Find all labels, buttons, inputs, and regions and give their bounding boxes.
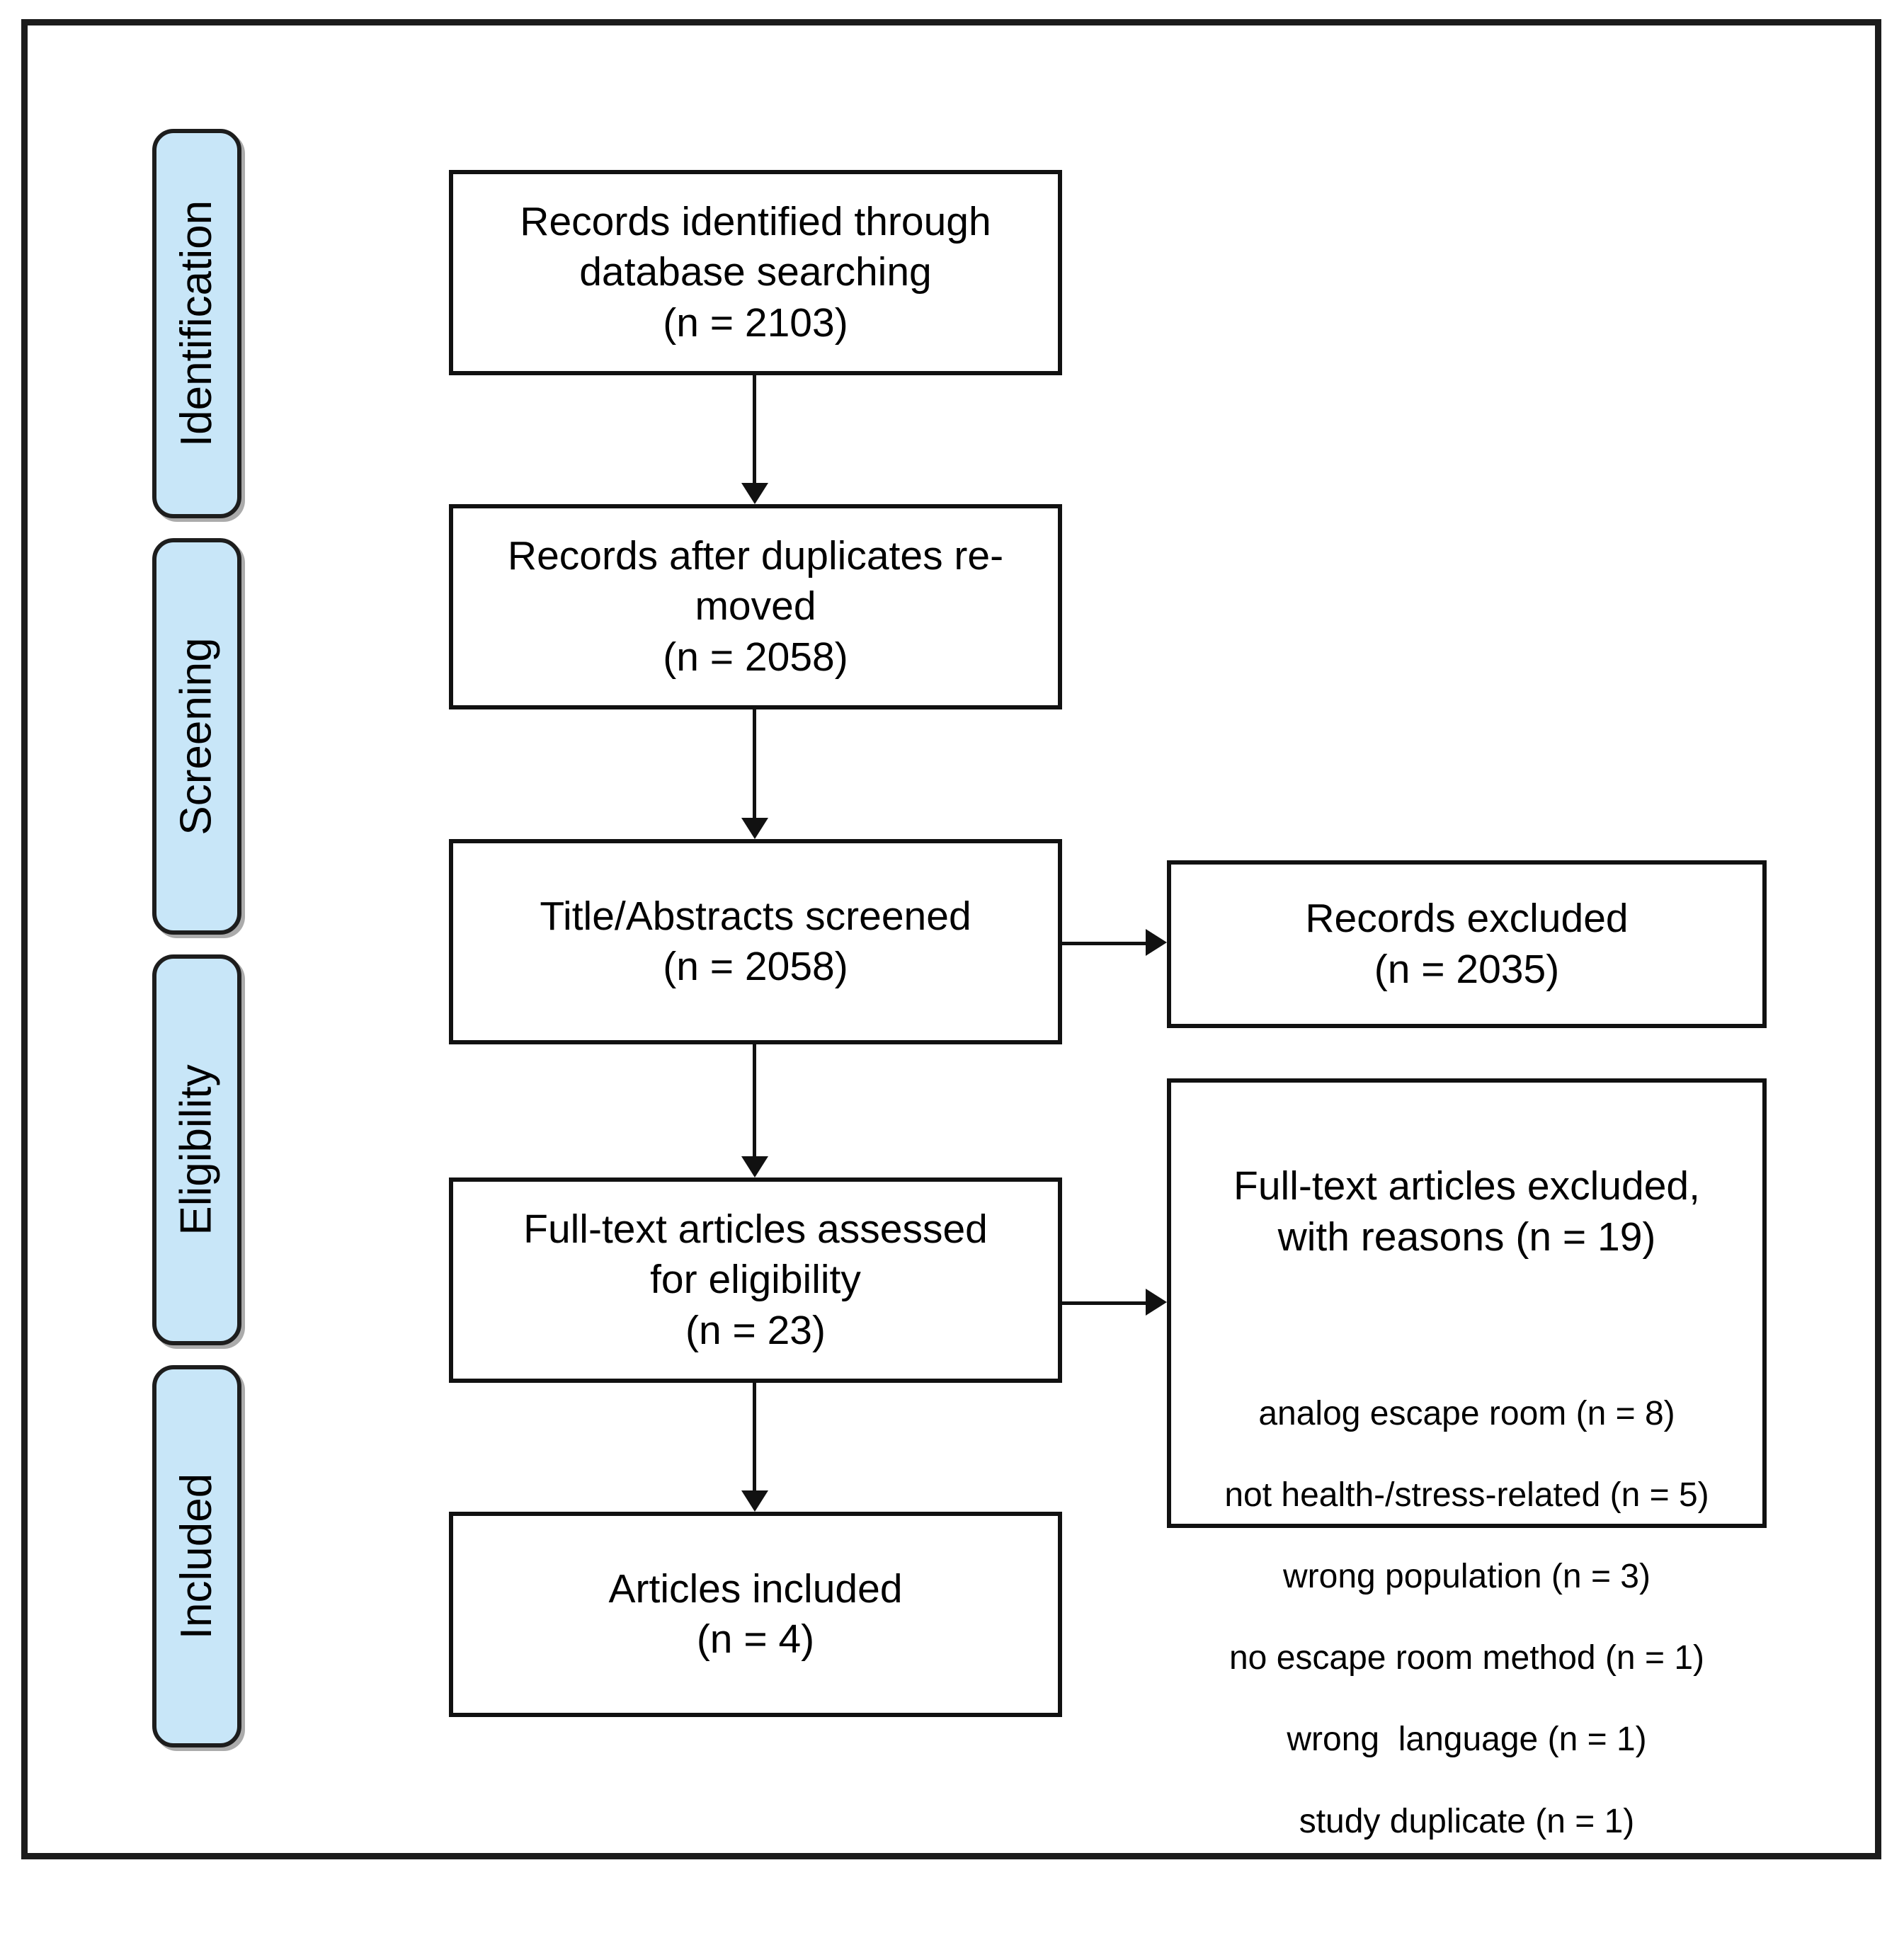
- arrow-right-icon: [1146, 929, 1167, 956]
- stage-pill-included: Included: [152, 1365, 241, 1747]
- box-records-identified: Records identified through database sear…: [449, 170, 1062, 375]
- arrow-right-icon: [1146, 1289, 1167, 1316]
- list-item: wrong language (n = 1): [1287, 1721, 1647, 1759]
- arrow-down-icon: [741, 483, 768, 504]
- box-fulltext-excluded-content: Full-text articles excluded, with reason…: [1210, 1111, 1723, 1933]
- prisma-flow-diagram: Identification Screening Eligibility Inc…: [21, 19, 1881, 1859]
- stage-pill-screening: Screening: [152, 538, 241, 935]
- box-records-after-duplicates-removed: Records after duplicates re- moved (n = …: [449, 504, 1062, 709]
- fulltext-exclusion-reason-list: analog escape room (n = 8) not health-/s…: [1224, 1352, 1709, 1883]
- arrow-down-icon: [741, 1156, 768, 1178]
- connector-screened-to-fulltext: [753, 1044, 756, 1156]
- box-articles-included-text: Articles included (n = 4): [608, 1566, 903, 1662]
- connector-identified-to-deduplicated: [753, 375, 756, 483]
- box-records-excluded: Records excluded (n = 2035): [1167, 860, 1767, 1028]
- stage-pill-eligibility: Eligibility: [152, 954, 241, 1345]
- stage-label-identification: Identification: [172, 200, 221, 447]
- connector-deduplicated-to-screened: [753, 709, 756, 818]
- list-item: no escape room method (n = 1): [1229, 1639, 1705, 1677]
- box-records-identified-text: Records identified through database sear…: [520, 199, 991, 346]
- list-item: study duplicate (n = 1): [1299, 1802, 1635, 1840]
- arrow-down-icon: [741, 818, 768, 839]
- stage-pill-identification: Identification: [152, 129, 241, 518]
- arrow-down-icon: [741, 1490, 768, 1512]
- stage-label-eligibility: Eligibility: [172, 1064, 222, 1236]
- box-titles-abstracts-screened: Title/Abstracts screened (n = 2058): [449, 839, 1062, 1044]
- box-fulltext-assessed-text: Full-text articles assessed for eligibil…: [523, 1207, 988, 1353]
- box-titles-abstracts-screened-text: Title/Abstracts screened (n = 2058): [540, 893, 971, 989]
- list-item: wrong population (n = 3): [1282, 1557, 1651, 1595]
- box-fulltext-excluded-with-reasons: Full-text articles excluded, with reason…: [1167, 1078, 1767, 1840]
- connector-screened-to-records-excluded: [1062, 942, 1151, 945]
- box-articles-included: Articles included (n = 4): [449, 1512, 1062, 1717]
- list-item: analog escape room (n = 8): [1258, 1394, 1675, 1432]
- connector-fulltext-to-reasons: [1062, 1301, 1151, 1305]
- stage-label-included: Included: [172, 1473, 222, 1640]
- connector-fulltext-to-included: [753, 1383, 756, 1490]
- stage-label-screening: Screening: [172, 637, 221, 836]
- box-fulltext-assessed: Full-text articles assessed for eligibil…: [449, 1178, 1062, 1383]
- box-records-after-duplicates-removed-text: Records after duplicates re- moved (n = …: [507, 533, 1004, 680]
- fulltext-excluded-heading: Full-text articles excluded, with reason…: [1233, 1163, 1700, 1260]
- list-item: not health-/stress-related (n = 5): [1224, 1476, 1709, 1514]
- box-records-excluded-text: Records excluded (n = 2035): [1305, 896, 1629, 992]
